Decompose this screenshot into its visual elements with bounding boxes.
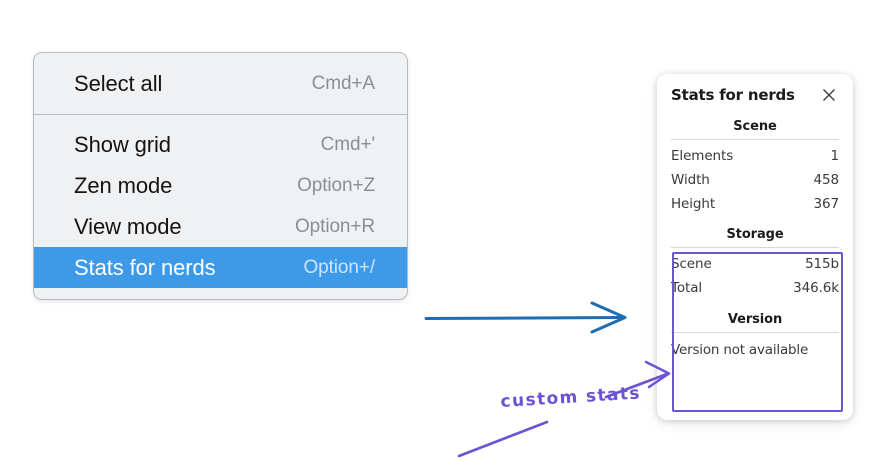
stats-group-divider xyxy=(671,139,839,140)
menu-separator xyxy=(34,114,407,115)
stats-group-divider xyxy=(671,247,839,248)
stats-row-key: Width xyxy=(671,172,710,188)
menu-item-view-mode[interactable]: View mode Option+R xyxy=(34,206,407,247)
stats-row: Elements 1 xyxy=(671,144,839,168)
custom-stats-annotation-label: custom stats xyxy=(500,383,642,412)
menu-item-shortcut: Option+Z xyxy=(297,174,375,196)
context-menu[interactable]: Select all Cmd+A Show grid Cmd+' Zen mod… xyxy=(33,52,408,300)
close-icon[interactable] xyxy=(820,86,838,104)
stats-row-value: 1 xyxy=(830,148,840,164)
stats-version-value: Version not available xyxy=(671,342,809,358)
menu-item-select-all[interactable]: Select all Cmd+A xyxy=(34,63,407,104)
stats-row: Total 346.6k xyxy=(671,276,839,300)
menu-section-1: Select all Cmd+A xyxy=(34,53,407,114)
stats-row-key: Height xyxy=(671,196,716,212)
menu-item-label: Stats for nerds xyxy=(74,254,216,280)
stats-group-title: Scene xyxy=(733,119,777,134)
menu-item-label: Show grid xyxy=(74,131,171,157)
stats-group-storage: Storage Scene 515b Total 346.6k xyxy=(671,225,839,300)
menu-section-2: Show grid Cmd+' Zen mode Option+Z View m… xyxy=(34,115,407,299)
stats-row: Scene 515b xyxy=(671,252,839,276)
stats-row-value: 346.6k xyxy=(793,280,839,296)
stats-panel-title: Stats for nerds xyxy=(671,86,795,104)
menu-item-shortcut: Cmd+A xyxy=(311,72,375,94)
stats-row-key: Elements xyxy=(671,148,734,164)
stats-panel-inner: Stats for nerds Scene Elements 1 Width 4… xyxy=(657,74,853,362)
stats-row: Width 458 xyxy=(671,168,839,192)
stats-row-key: Total xyxy=(671,280,703,296)
menu-item-show-grid[interactable]: Show grid Cmd+' xyxy=(34,124,407,165)
stats-row-value: 367 xyxy=(813,196,840,212)
menu-item-shortcut: Option+/ xyxy=(303,256,375,278)
menu-item-shortcut: Cmd+' xyxy=(320,133,375,155)
menu-item-shortcut: Option+R xyxy=(295,215,375,237)
stats-for-nerds-panel[interactable]: Stats for nerds Scene Elements 1 Width 4… xyxy=(657,74,853,420)
stats-group-version: Version Version not available xyxy=(671,310,839,362)
stats-group-divider xyxy=(671,332,839,333)
stats-panel-header: Stats for nerds xyxy=(671,86,839,104)
menu-item-zen-mode[interactable]: Zen mode Option+Z xyxy=(34,165,407,206)
stats-group-scene: Scene Elements 1 Width 458 Height 367 xyxy=(671,117,839,216)
blue-arrow xyxy=(424,301,627,334)
menu-item-stats-for-nerds[interactable]: Stats for nerds Option+/ xyxy=(34,247,407,288)
stats-group-title: Version xyxy=(727,312,783,327)
menu-item-label: View mode xyxy=(74,213,182,239)
purple-underline-stroke xyxy=(457,420,549,458)
menu-item-label: Zen mode xyxy=(74,172,173,198)
stats-row: Height 367 xyxy=(671,192,839,216)
stats-row-value: 515b xyxy=(805,256,839,272)
stats-row-key: Scene xyxy=(671,256,712,272)
menu-item-label: Select all xyxy=(74,70,163,96)
stats-row-value: 458 xyxy=(813,172,840,188)
stats-group-title: Storage xyxy=(726,227,784,242)
